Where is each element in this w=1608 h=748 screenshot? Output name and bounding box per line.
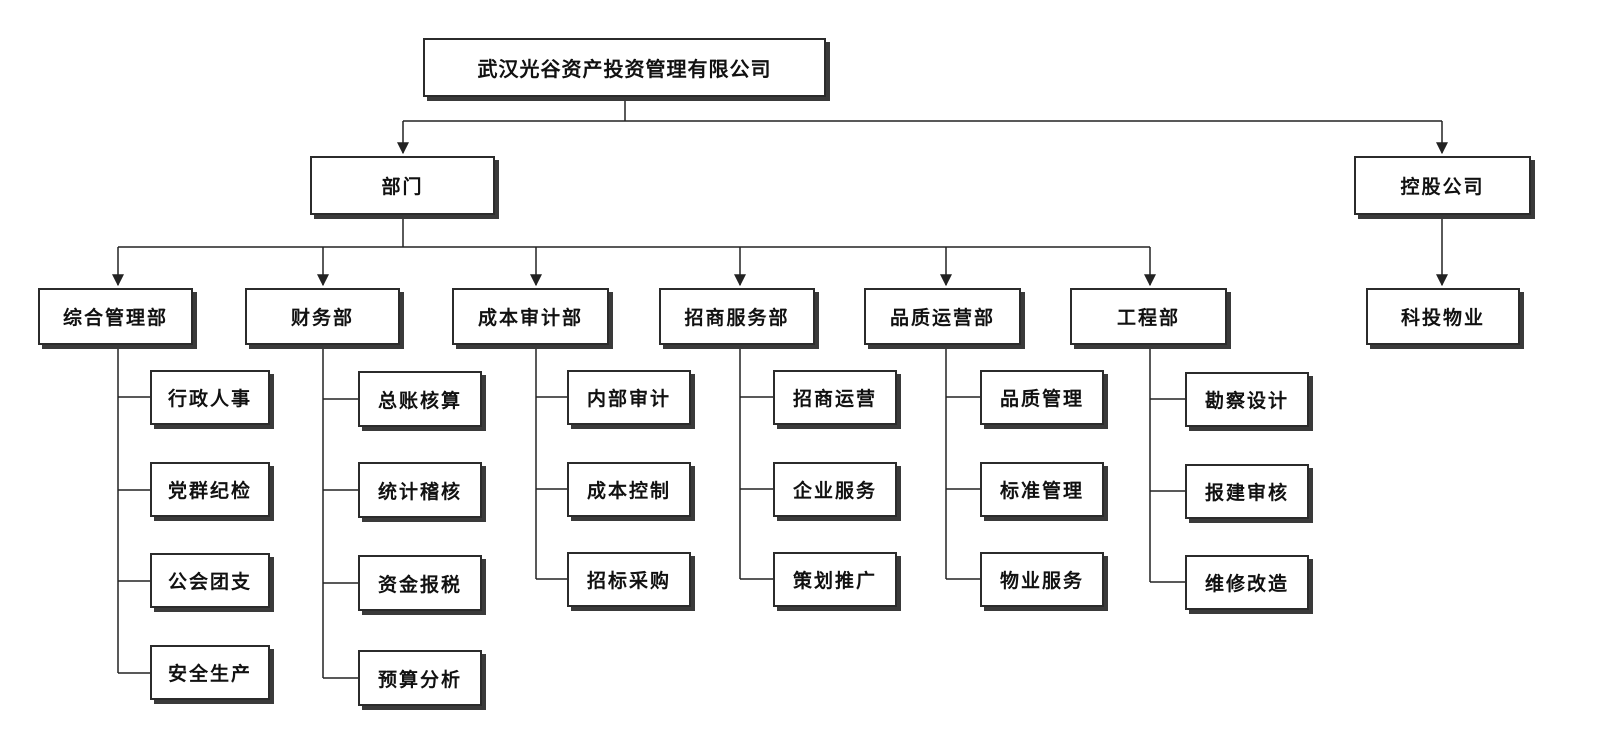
dept-1-item-1-node: 行政人事	[150, 370, 270, 425]
dept-5-item-2-node: 标准管理	[980, 462, 1104, 517]
dept-5-node: 品质运营部	[864, 288, 1021, 345]
dept-5-item-1-node: 品质管理	[980, 370, 1104, 425]
dept-3-item-1-node: 内部审计	[567, 370, 691, 425]
dept-4-node: 招商服务部	[659, 288, 815, 345]
root-company-node: 武汉光谷资产投资管理有限公司	[423, 38, 826, 97]
dept-4-item-3-node: 策划推广	[773, 552, 897, 607]
dept-1-item-3-node: 公会团支	[150, 553, 270, 608]
dept-4-item-1-node: 招商运营	[773, 370, 897, 425]
dept-2-item-4-node: 预算分析	[358, 650, 482, 706]
dept-2-item-2-node: 统计稽核	[358, 462, 482, 518]
dept-4-item-2-node: 企业服务	[773, 462, 897, 517]
dept-2-item-1-node: 总账核算	[358, 371, 482, 427]
dept-1-item-2-node: 党群纪检	[150, 462, 270, 517]
holding-1-node: 科投物业	[1366, 288, 1520, 345]
holdings-node: 控股公司	[1354, 156, 1531, 215]
dept-3-item-3-node: 招标采购	[567, 552, 691, 607]
dept-6-item-3-node: 维修改造	[1185, 555, 1309, 610]
dept-1-item-4-node: 安全生产	[150, 645, 270, 700]
dept-6-node: 工程部	[1070, 288, 1227, 345]
dept-2-node: 财务部	[245, 288, 400, 345]
dept-3-node: 成本审计部	[452, 288, 609, 345]
dept-6-item-1-node: 勘察设计	[1185, 372, 1309, 427]
dept-1-node: 综合管理部	[38, 288, 193, 345]
dept-2-item-3-node: 资金报税	[358, 555, 482, 611]
dept-5-item-3-node: 物业服务	[980, 552, 1104, 607]
dept-3-item-2-node: 成本控制	[567, 462, 691, 517]
dept-6-item-2-node: 报建审核	[1185, 464, 1309, 519]
departments-node: 部门	[310, 156, 495, 215]
